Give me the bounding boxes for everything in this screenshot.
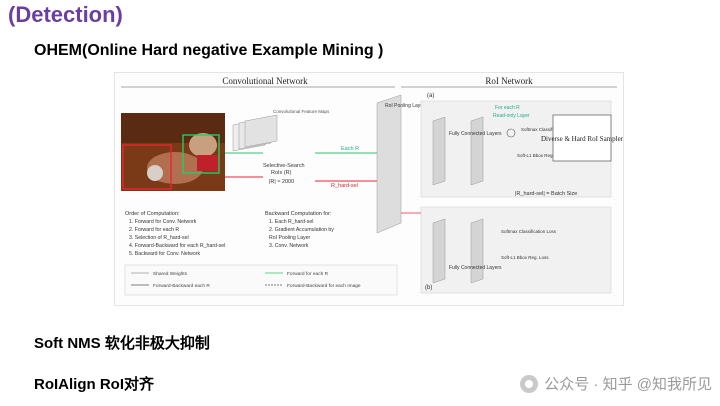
fc-layers-label-b: Fully Connected Layers [449, 265, 502, 271]
read-only-layer-label: Read-only Layer [493, 113, 530, 119]
fc-block-b2 [470, 218, 484, 284]
roi-section-title: RoI Network [485, 76, 533, 86]
roi-box-red [122, 144, 172, 190]
legend-label-3: Forward-Backward each R [153, 283, 210, 289]
section-b-label: (b) [425, 285, 432, 291]
roi-pooling-block [376, 94, 402, 234]
sampler-label: Diverse & Hard RoI Sampler [541, 135, 624, 143]
smooth-l1-label-b: Soft-L1 Bbox Reg. Loss [501, 255, 549, 260]
legend-label-1: Shared Weights [153, 271, 188, 277]
slide-title: (Detection) [8, 2, 123, 27]
order-step-5: 5. Backward for Conv. Network [129, 251, 201, 257]
order-title: Order of Computation: [125, 211, 180, 217]
backward-step-4: 3. Conv. Network [269, 243, 309, 249]
fc-block-b1 [432, 218, 446, 284]
bullet-soft-nms: Soft NMS 软化非极大抑制 [34, 335, 210, 352]
wechat-icon [520, 374, 539, 393]
smooth-l1-label-a: Soft-L1 Bbox Reg. Loss [517, 153, 565, 158]
softmax-loss-label-a: Softmax Classification Loss [521, 127, 577, 132]
conv-feature-maps: Convolutional Feature Maps [232, 109, 330, 152]
section-b-panel [420, 206, 612, 294]
sum-node [506, 128, 516, 138]
for-each-r-label: For each R [495, 105, 520, 111]
backward-step-3: RoI Pooling Layer [269, 235, 311, 241]
legend-label-2: Forward for each R [287, 271, 329, 277]
fc-block-a2 [470, 116, 484, 186]
backward-step-2: 2. Gradient Accumulation by [269, 227, 334, 233]
backward-title: Backward Computation for: [265, 211, 332, 217]
section-a-label: (a) [427, 93, 434, 99]
fc-layers-label-a: Fully Connected Layers [449, 131, 502, 137]
order-step-2: 2. Forward for each R [129, 227, 179, 233]
rois-label: RoIs (R) [271, 170, 292, 176]
roi-pooling-label: RoI Pooling Layer [385, 103, 425, 109]
sampler-box [552, 114, 612, 162]
backward-steps: 1. Each R_hard-sel 2. Gradient Accumulati… [269, 219, 334, 249]
order-step-3: 3. Selection of R_hard-sel [129, 235, 189, 241]
each-r-label: Each R [341, 146, 359, 152]
conv-feature-maps-label: Convolutional Feature Maps [273, 109, 330, 114]
ohem-architecture-figure: Convolutional Network RoI Network Convol… [114, 72, 624, 306]
fc-block-a1 [432, 116, 446, 186]
r-hard-sel-label: R_hard-sel [331, 183, 358, 189]
softmax-loss-label-b: Softmax Classification Loss [501, 229, 557, 234]
legend-box [124, 264, 398, 296]
input-image [121, 113, 225, 191]
backward-step-1: 1. Each R_hard-sel [269, 219, 313, 225]
bullet-roialign: RoIAlign RoI对齐 [34, 376, 154, 393]
conv-section-title: Convolutional Network [222, 76, 308, 86]
roi-box-green [182, 134, 220, 174]
legend: Shared Weights Forward for each R Forward-… [131, 271, 361, 289]
watermark-text: 公众号 · 知乎 @知我所见 [544, 376, 712, 393]
watermark: 公众号 · 知乎 @知我所见 [520, 373, 712, 394]
order-steps: 1. Forward for Conv. Network 2. Forward f… [129, 219, 225, 257]
r-count-label: |R| ≈ 2000 [269, 179, 294, 185]
legend-label-4: Forward-Backward for each Image [287, 283, 361, 289]
selective-search-label: Selective-Search [263, 163, 305, 169]
order-step-1: 1. Forward for Conv. Network [129, 219, 197, 225]
batch-size-label: |R_hard-sel| = Batch Size [515, 191, 577, 197]
order-step-4: 4. Forward-Backward for each R_hard-sel [129, 243, 225, 249]
slide-heading: OHEM(Online Hard negative Example Mining… [34, 42, 384, 59]
